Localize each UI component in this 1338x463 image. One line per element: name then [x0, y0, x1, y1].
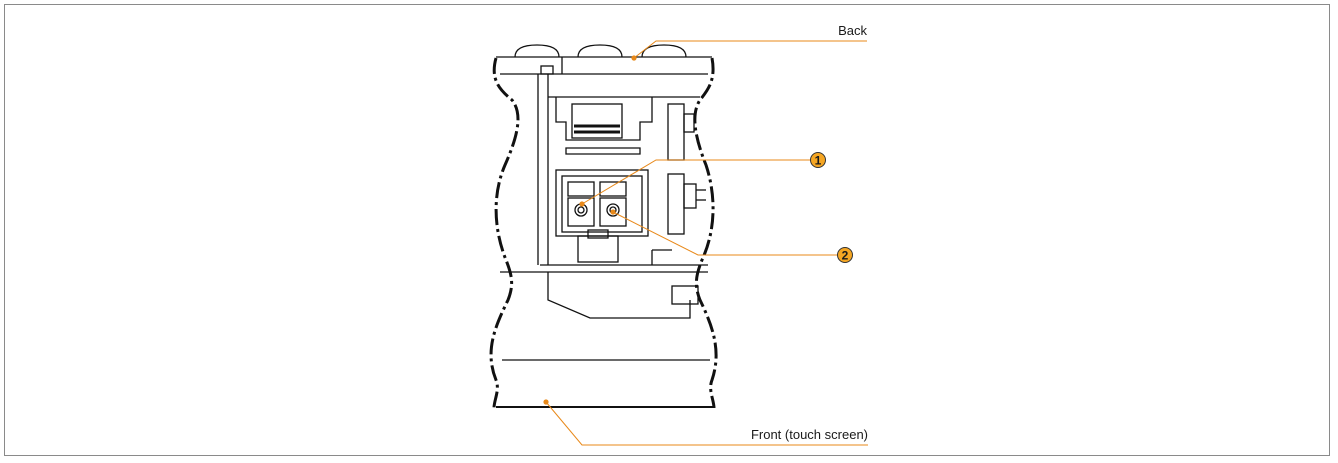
- callout-2-number: 2: [842, 249, 849, 263]
- leader-callout-2: [612, 211, 838, 256]
- leader-anchors: [543, 55, 637, 405]
- left-break-line: [489, 57, 520, 409]
- label-front: Front (touch screen): [751, 427, 868, 442]
- callout-1-number: 1: [815, 154, 822, 168]
- leader-callout-1: [581, 159, 811, 205]
- leader-front: [545, 401, 868, 446]
- label-back: Back: [838, 23, 867, 38]
- right-break-line: [693, 57, 718, 409]
- power-connector: [555, 169, 649, 263]
- callout-1: 1: [810, 152, 826, 168]
- device-drawing: [489, 44, 718, 409]
- top-clip: [555, 97, 653, 155]
- diagram-frame: [4, 4, 1330, 456]
- callout-2: 2: [837, 247, 853, 263]
- leader-lines: [545, 40, 868, 446]
- leader-back: [633, 40, 867, 59]
- right-latches: [667, 103, 706, 235]
- top-screws: [496, 44, 712, 58]
